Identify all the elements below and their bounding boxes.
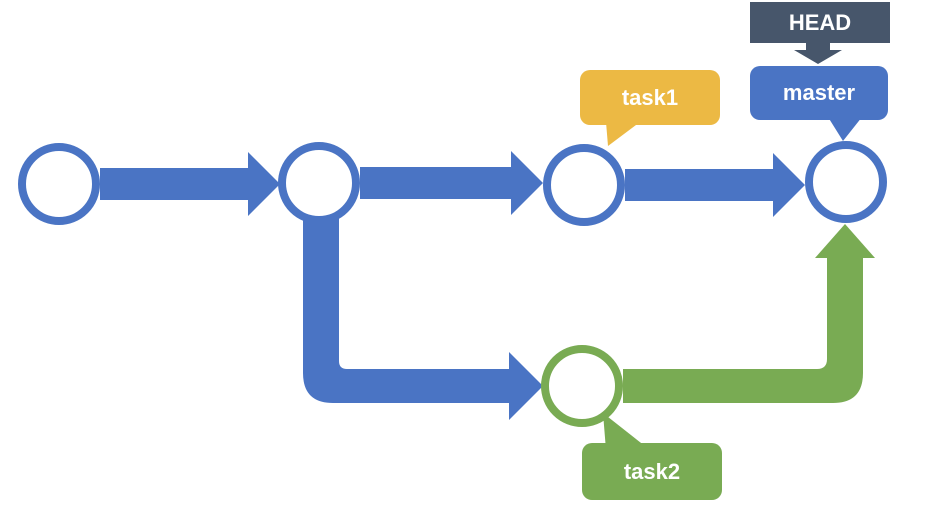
- master-tail-pointer: [828, 117, 862, 141]
- task1-badge-label: task1: [621, 84, 679, 110]
- head-pointer-arrow-icon: [794, 42, 842, 64]
- task1-branch-badge: task1: [580, 70, 720, 125]
- master-badge-label: master: [782, 80, 856, 105]
- commit-node-task2: [541, 345, 623, 427]
- commit-node-3: [543, 144, 625, 226]
- task2-badge-label: task2: [623, 458, 681, 484]
- commit-node-2: [278, 142, 360, 224]
- edge-arrow-1: [100, 152, 280, 216]
- commit-node-4: [805, 141, 887, 223]
- head-badge: HEAD: [750, 2, 890, 43]
- merge-edge-up: [623, 257, 863, 403]
- edge-arrow-2: [360, 151, 543, 215]
- task2-branch-badge: task2: [582, 443, 722, 500]
- master-branch-badge: master: [750, 66, 888, 120]
- task2-tail-pointer: [603, 413, 650, 450]
- merge-edge-arrowhead-icon: [815, 224, 875, 258]
- commit-node-1: [18, 143, 100, 225]
- task1-tail-pointer: [606, 122, 640, 146]
- branch-edge-arrowhead-icon: [509, 352, 543, 420]
- edge-arrow-3: [625, 153, 805, 217]
- head-badge-label: HEAD: [788, 9, 852, 35]
- branch-edge-down: [303, 214, 509, 403]
